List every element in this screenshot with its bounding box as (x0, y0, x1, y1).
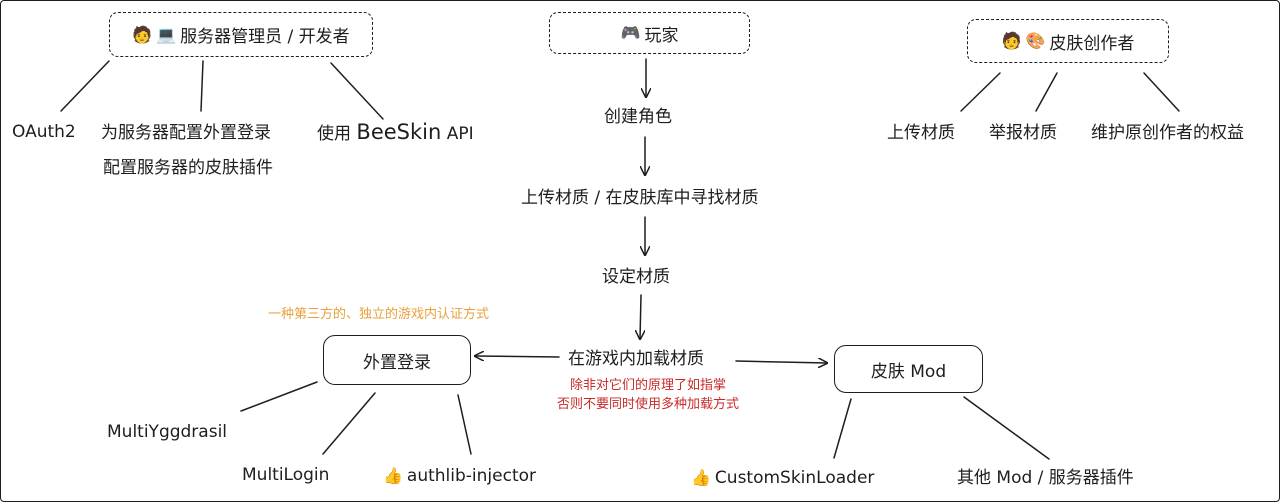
edge-creator-report (1035, 72, 1058, 112)
option-multiyggdrasil: MultiYggdrasil (107, 422, 228, 442)
skin-mod-label: 皮肤 Mod (870, 361, 947, 382)
creator-task-protect: 维护原创作者的权益 (1091, 123, 1244, 143)
creator-task-upload: 上传材质 (887, 123, 955, 143)
option-other-mod: 其他 Mod / 服务器插件 (957, 468, 1134, 488)
role-admin-box: 🧑💻服务器管理员 / 开发者 (109, 12, 373, 57)
authlib-injector-label: authlib-injector (406, 466, 537, 486)
warning-line-2: 否则不要同时使用多种加载方式 (556, 397, 739, 412)
player-step-create: 创建角色 (604, 107, 672, 127)
player-step-upload-find: 上传材质 / 在皮肤库中寻找材质 (521, 188, 759, 208)
player-step-set: 设定材质 (602, 267, 670, 287)
gamepad-emoji-icon: 🎮 (620, 23, 641, 42)
external-login-label: 外置登录 (363, 352, 431, 373)
person-emoji-icon: 🧑 (1001, 31, 1022, 50)
thumbs-up-icon: 👍 (691, 468, 711, 487)
warning-line-1: 除非对它们的原理了如指掌 (569, 378, 726, 393)
api-prefix: 使用 (317, 124, 351, 144)
arrow-load-external (475, 356, 560, 357)
laptop-emoji-icon: 💻 (156, 24, 177, 44)
beeskin-name: BeeSkin (356, 120, 442, 144)
role-admin-label: 服务器管理员 / 开发者 (180, 27, 350, 47)
edge-mod-other (963, 396, 1050, 460)
role-player-label: 玩家 (644, 25, 679, 46)
skin-mod-box: 皮肤 Mod (834, 345, 983, 393)
role-player-box: 🎮玩家 (549, 12, 750, 54)
edge-external-yggdrasil (240, 381, 318, 412)
role-creator-box: 🧑🎨皮肤创作者 (967, 19, 1169, 63)
edge-admin-api (330, 62, 384, 120)
edge-creator-upload (960, 72, 1001, 112)
option-multilogin: MultiLogin (242, 465, 330, 485)
creator-task-report: 举报材质 (989, 123, 1057, 143)
edge-external-authlib (457, 394, 472, 455)
api-suffix: API (446, 124, 474, 144)
external-login-box: 外置登录 (323, 335, 471, 385)
external-login-note: 一种第三方的、独立的游戏内认证方式 (268, 307, 490, 322)
palette-emoji-icon: 🎨 (1025, 31, 1046, 50)
edge-mod-csl (833, 398, 852, 459)
edge-external-multilogin (322, 392, 376, 455)
player-step-load: 在游戏内加载材质 (568, 349, 704, 369)
thumbs-up-icon: 👍 (383, 466, 403, 485)
arrow-load-mod (735, 361, 827, 363)
option-authlib-injector: 👍authlib-injector (383, 465, 536, 487)
edge-admin-oauth (60, 60, 110, 112)
option-customskinloader: 👍CustomSkinLoader (691, 467, 874, 489)
arrow-set-load (640, 294, 641, 339)
role-creator-label: 皮肤创作者 (1049, 33, 1135, 54)
warning-note: 除非对它们的原理了如指掌 否则不要同时使用多种加载方式 (529, 376, 767, 414)
customskinloader-label: CustomSkinLoader (714, 468, 875, 488)
admin-task-config-plugin: 配置服务器的皮肤插件 (103, 158, 273, 178)
admin-task-oauth: OAuth2 (12, 122, 76, 142)
admin-task-config-login: 为服务器配置外置登录 (101, 123, 271, 143)
person-emoji-icon: 🧑 (132, 24, 153, 44)
edge-creator-protect (1143, 72, 1180, 112)
admin-task-api: 使用 BeeSkin API (317, 121, 474, 145)
edge-admin-config (200, 60, 204, 112)
